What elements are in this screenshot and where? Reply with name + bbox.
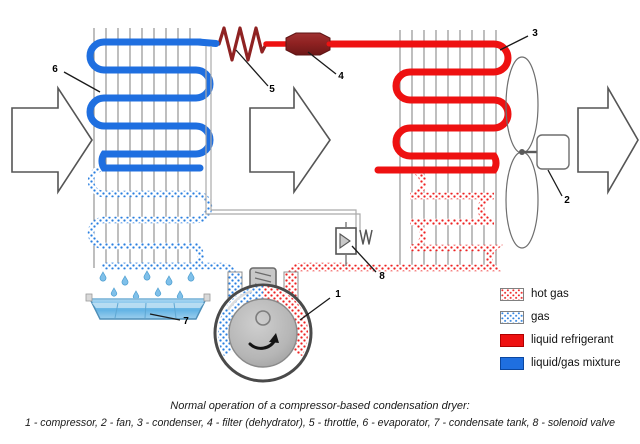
legend-item-liquid-gas-mixture: liquid/gas mixture: [500, 354, 640, 373]
leader-5: [235, 49, 269, 87]
legend-label-liquid-gas-mixture: liquid/gas mixture: [531, 357, 621, 369]
caption: Normal operation of a compressor-based c…: [0, 398, 640, 432]
airflow-arrows: [11, 85, 639, 195]
callout-numbers: 6 5 4 3 2 1 8 7: [52, 28, 570, 327]
legend-item-hot-gas: hot gas: [500, 285, 640, 304]
legend-label-liquid-refrigerant: liquid refrigerant: [531, 334, 614, 346]
condensate-droplets: [99, 270, 195, 300]
leader-2: [547, 169, 563, 197]
airflow-arrow-right: [577, 85, 639, 195]
leader-1: [299, 297, 331, 321]
liquid-gas-mixture-swatch: [500, 357, 524, 370]
capillary-return-lines: [205, 46, 361, 232]
hot-gas-swatch: [500, 288, 524, 301]
airflow-arrow-middle: [249, 85, 331, 195]
leader-6: [63, 71, 101, 93]
liquid-refrigerant-swatch: [500, 334, 524, 347]
legend-item-liquid-refrigerant: liquid refrigerant: [500, 331, 640, 350]
callout-number-1: 1: [335, 289, 341, 300]
evaporator-coil-gas-outline: [91, 168, 209, 266]
callout-leaders: [63, 35, 563, 321]
callout-number-6: 6: [52, 64, 58, 75]
gas-swatch: [500, 311, 524, 324]
solenoid-valve: [335, 222, 373, 266]
caption-line-2: 1 - compressor, 2 - fan, 3 - condenser, …: [24, 417, 615, 429]
compressor: [213, 267, 313, 383]
airflow-arrow-left: [11, 85, 93, 195]
evaporator-coil-gas-section: [87, 164, 213, 270]
leader-8: [351, 245, 377, 273]
condenser-fins: [399, 30, 497, 268]
callout-number-3: 3: [532, 28, 538, 39]
filter-dehydrator: [285, 32, 331, 56]
evaporator-fins: [93, 28, 191, 268]
condenser-coil-hot-gas-section: [296, 166, 503, 272]
legend-label-hot-gas: hot gas: [531, 288, 569, 300]
leader-3: [499, 35, 529, 51]
caption-line-1: Normal operation of a compressor-based c…: [170, 400, 470, 412]
condenser-coil-liquid-section: [306, 40, 512, 174]
legend-label-gas: gas: [531, 311, 550, 323]
throttle: [211, 26, 274, 62]
callout-number-4: 4: [338, 71, 344, 82]
legend: hot gas gas liquid refrigerant liquid/ga…: [500, 285, 640, 377]
callout-number-8: 8: [379, 271, 385, 282]
callout-number-2: 2: [564, 195, 570, 206]
leader-7: [149, 313, 181, 321]
evaporator-to-throttle-line: [194, 38, 220, 47]
callout-number-5: 5: [269, 84, 275, 95]
callout-number-7: 7: [183, 316, 189, 327]
fan: [505, 56, 570, 249]
condensate-tank: [85, 293, 211, 320]
evaporator-coil-mixture-section: [86, 38, 214, 172]
leader-4: [307, 51, 337, 75]
legend-item-gas: gas: [500, 308, 640, 327]
